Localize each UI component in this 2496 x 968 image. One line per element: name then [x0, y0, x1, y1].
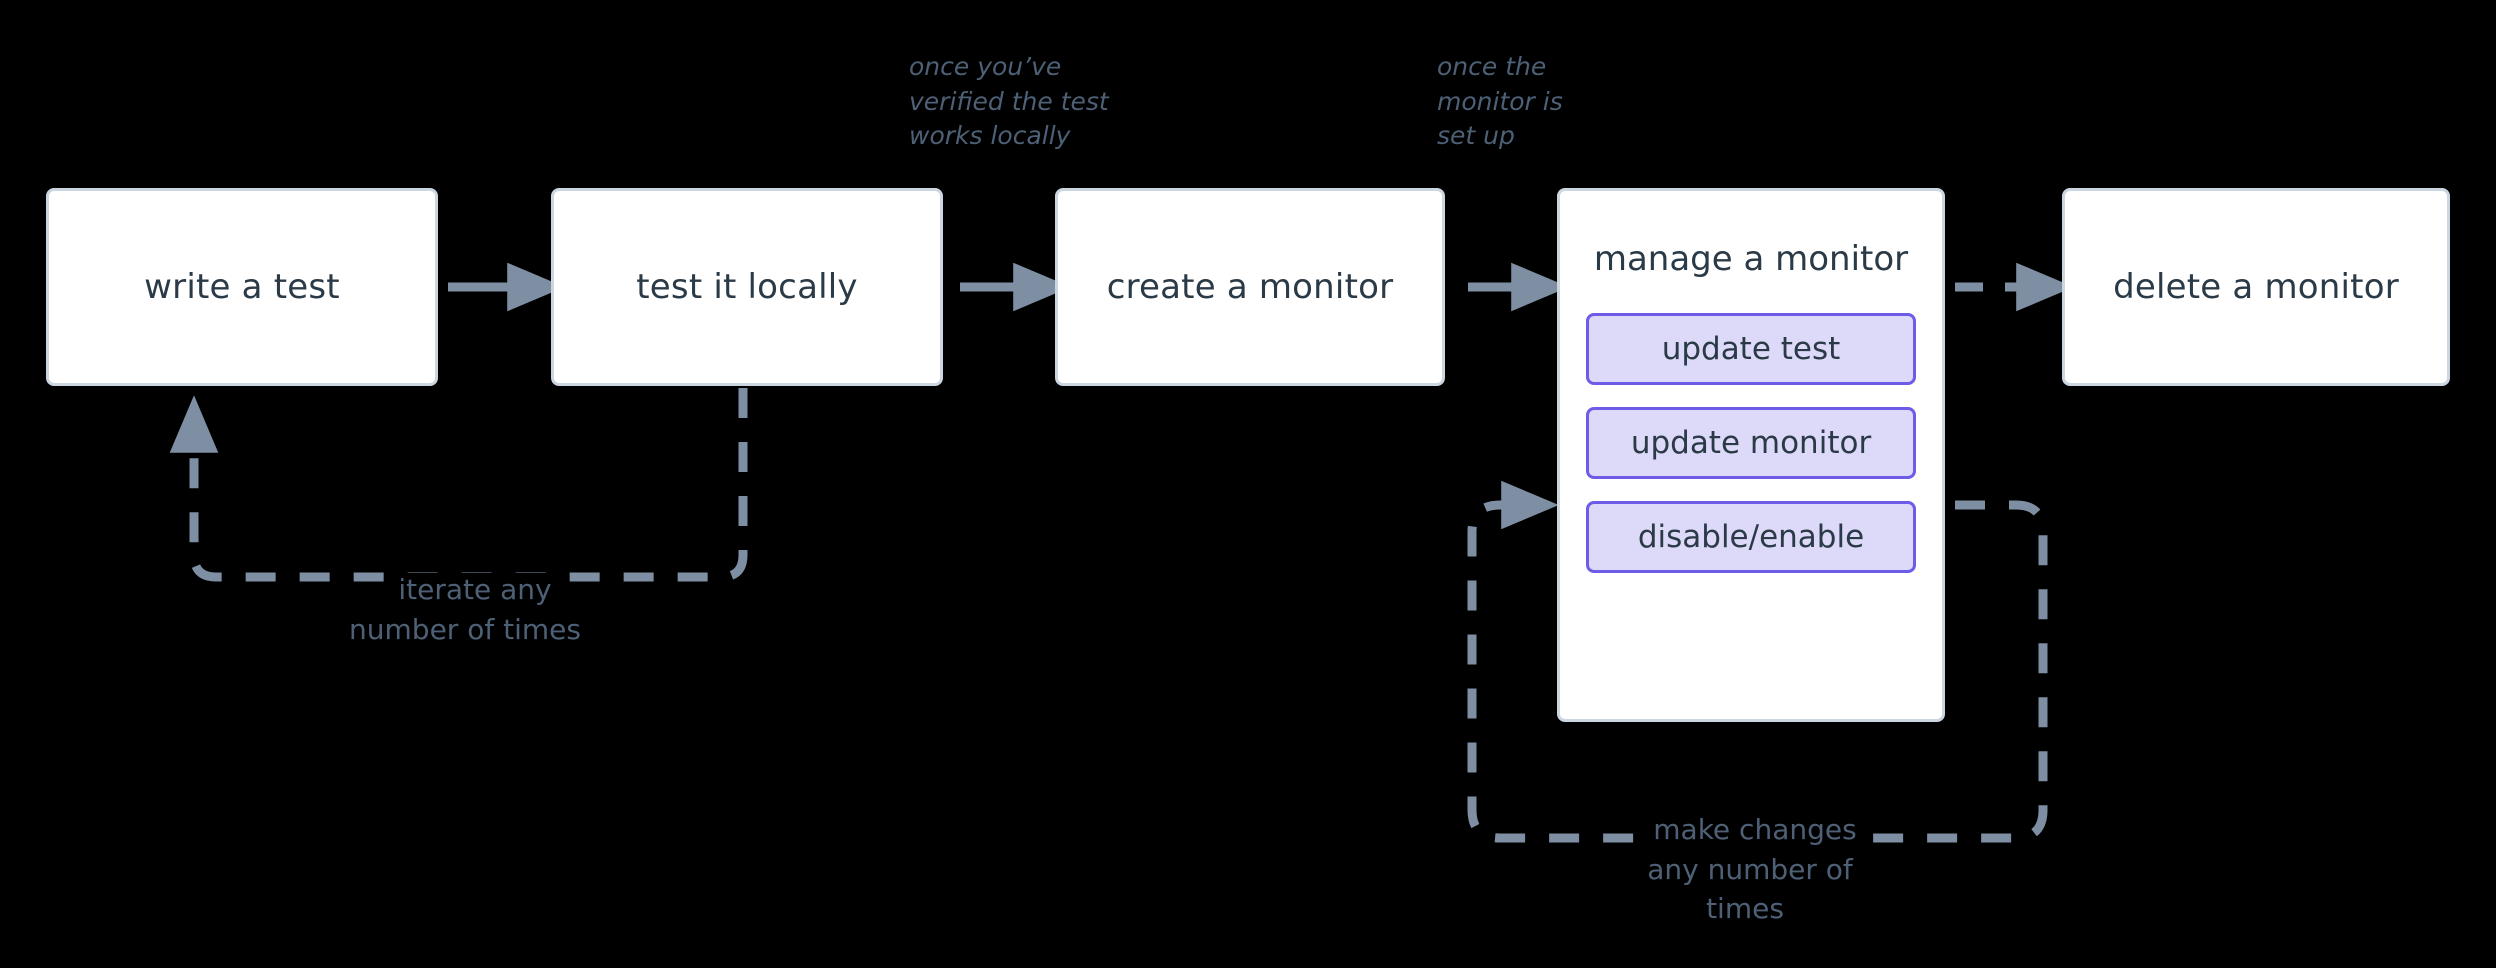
node-manage-a-monitor[interactable]: manage a monitor update test update moni…: [1557, 188, 1945, 722]
sub-node-update-test[interactable]: update test: [1586, 313, 1916, 385]
node-create-a-monitor[interactable]: create a monitor: [1055, 188, 1445, 386]
manage-a-monitor-sub-list: update test update monitor disable/enabl…: [1560, 313, 1942, 599]
manage-a-monitor-title: manage a monitor: [1593, 239, 1909, 279]
node-label: write a test: [144, 266, 340, 307]
node-delete-a-monitor[interactable]: delete a monitor: [2062, 188, 2450, 386]
sub-node-label: disable/enable: [1637, 519, 1865, 555]
sub-node-label: update test: [1661, 331, 1841, 367]
node-write-a-test[interactable]: write a test: [46, 188, 438, 386]
annotation-once-verified: once you’ve verified the test works loca…: [909, 52, 1109, 150]
node-test-it-locally[interactable]: test it locally: [551, 188, 943, 386]
loop-label-make-changes: make changes any number of times: [1600, 770, 1900, 929]
annotation-once-setup: once the monitor is set up: [1437, 52, 1563, 150]
sub-node-label: update monitor: [1630, 425, 1872, 461]
node-label: delete a monitor: [2113, 266, 2399, 307]
node-label: test it locally: [636, 266, 858, 307]
sub-node-disable-enable[interactable]: disable/enable: [1586, 501, 1916, 573]
sub-node-update-monitor[interactable]: update monitor: [1586, 407, 1916, 479]
loop-label-iterate: iterate any number of times: [320, 530, 620, 649]
node-label: create a monitor: [1106, 266, 1394, 307]
